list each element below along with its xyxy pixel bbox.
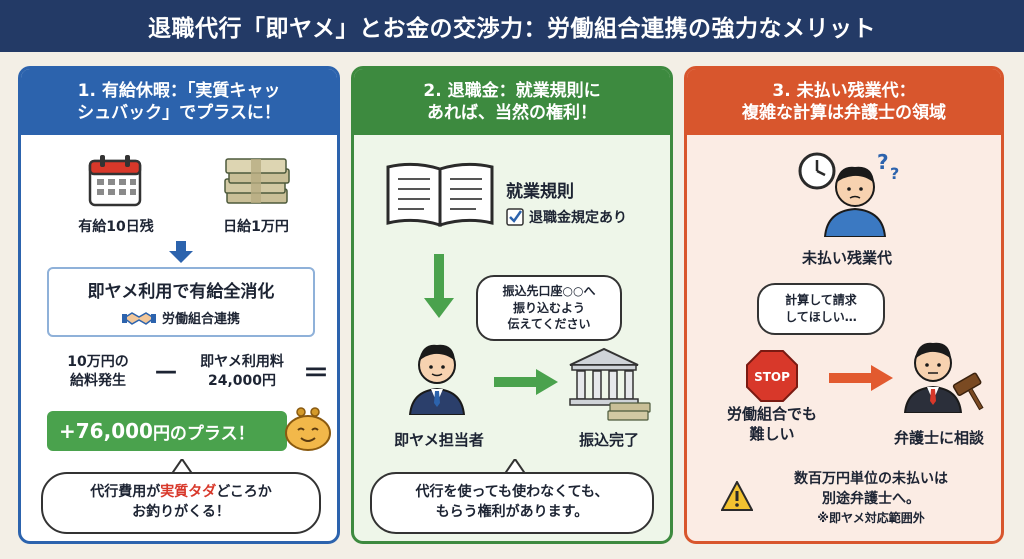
rights-line2: もらう権利があります。: [435, 504, 589, 520]
warning-line2: 別途弁護士へ。: [822, 491, 920, 508]
checkbox-icon: [506, 208, 524, 226]
panel-title: 2. 退職金：就業規則に あれば、当然の権利！: [354, 69, 670, 135]
transfer-speech-bubble: 振込先口座○○へ 振り込むよう 伝えてください: [476, 275, 622, 341]
panel-paid-leave: 1. 有給休暇：「実質キャッ シュバック」でプラスに！ 有給10日残 日給1万円…: [18, 66, 340, 544]
warning-icon: [721, 481, 753, 511]
stop-label: 労働組合でも 難しい: [707, 405, 837, 444]
money-label: 日給1万円: [223, 219, 289, 235]
severance-check: 退職金規定あり: [506, 207, 627, 227]
minus-sign: －: [153, 359, 180, 389]
svg-text:?: ?: [877, 150, 889, 174]
down-arrow-icon: [424, 254, 454, 318]
bubble-text-line2: お釣りがくる！: [132, 504, 230, 520]
bubble-text-c: どころか: [216, 484, 272, 501]
calendar-label: 有給10日残: [78, 219, 154, 235]
rules-label: 就業規則: [506, 182, 574, 202]
panel-title-line1: 2. 退職金：就業規則に: [423, 80, 601, 101]
stop-sign-text: STOP: [754, 370, 790, 384]
speech-line1: 振込先口座○○へ: [502, 283, 596, 298]
lawyer-icon: [903, 342, 984, 413]
handshake-icon: [121, 311, 156, 325]
stop-sign-icon: STOP: [746, 350, 798, 402]
open-book-icon: [386, 162, 494, 228]
request-line2: してほしい…: [785, 310, 857, 324]
full-leave-text: 即ヤメ利用で有給全消化: [87, 282, 275, 302]
page-title: 退職代行「即ヤメ」とお金の交渉力：労働組合連携の強力なメリット: [0, 0, 1024, 52]
request-speech-bubble: 計算して請求 してほしい…: [757, 283, 885, 335]
panel-title-line1: 3. 未払い残業代：: [772, 80, 916, 101]
staff-label: 即ヤメ担当者: [394, 431, 484, 449]
panel-overtime: 3. 未払い残業代： 複雑な計算は弁護士の領域 ? ? 未払い残業代 計算して請…: [684, 66, 1004, 544]
panel-title-line2: 複雑な計算は弁護士の領域: [742, 103, 946, 123]
panel-title-line2: シュバック」でプラスに！: [77, 103, 281, 123]
equals-sign: ＝: [303, 359, 330, 389]
request-line1: 計算して請求: [785, 293, 857, 308]
warning-note: ※即ヤメ対応範囲外: [817, 510, 925, 525]
wallet-icon: [285, 407, 331, 451]
overtime-label: 未払い残業代: [801, 249, 892, 267]
lawyer-label: 弁護士に相談: [893, 429, 984, 447]
salary-line1: 10万円の: [67, 354, 129, 370]
speech-line3: 伝えてください: [507, 317, 591, 332]
full-leave-box: 即ヤメ利用で有給全消化 労働組合連携: [47, 267, 315, 337]
salary-line2: 給料発生: [70, 372, 126, 389]
calendar-icon: [88, 155, 142, 207]
result-suffix: 円のプラス！: [152, 423, 255, 444]
result-amount: +76,000: [59, 419, 153, 443]
check-label: 退職金規定あり: [529, 210, 627, 226]
panel-title: 3. 未払い残業代： 複雑な計算は弁護士の領域: [687, 69, 1001, 135]
warning-text: 数百万円単位の未払いは 別途弁護士へ。 ※即ヤメ対応範囲外: [761, 469, 981, 527]
panel-severance: 2. 退職金：就業規則に あれば、当然の権利！ 就業規則 退職金規定あり 振込先…: [351, 66, 673, 544]
stop-label-line2: 難しい: [749, 424, 795, 443]
down-arrow-icon: [169, 241, 193, 263]
money-stack-icon: [224, 158, 290, 204]
rights-line1: 代行を使っても使わなくても、: [415, 484, 609, 501]
warning-line1: 数百万円単位の未払いは: [794, 471, 948, 487]
fee-line1: 即ヤメ利用料: [200, 354, 284, 370]
staff-person-icon: [408, 344, 466, 415]
worried-person-icon: ? ?: [798, 150, 899, 237]
rights-bubble: 代行を使っても使わなくても、 もらう権利があります。: [370, 472, 654, 534]
result-bar: +76,000 円のプラス！: [47, 411, 287, 451]
panel-title-line2: あれば、当然の権利！: [427, 103, 597, 123]
salary-text: 10万円の 給料発生: [53, 353, 143, 391]
bubble-text-a: 代行費用が: [90, 484, 161, 501]
panel-title-line1: 1. 有給休暇：「実質キャッ: [77, 80, 281, 101]
union-link-text: 労働組合連携: [161, 312, 240, 327]
right-arrow-icon: [494, 369, 558, 395]
bubble-text-highlight: 実質タダ: [160, 484, 217, 501]
stop-label-line1: 労働組合でも: [726, 405, 817, 423]
fee-line2: 24,000円: [207, 372, 277, 389]
bank-icon: [569, 347, 651, 421]
bank-label: 振込完了: [578, 431, 639, 449]
panel-title: 1. 有給休暇：「実質キャッ シュバック」でプラスに！: [21, 69, 337, 135]
svg-text:?: ?: [890, 164, 899, 183]
right-arrow-icon: [829, 365, 893, 391]
fee-text: 即ヤメ利用料 24,000円: [187, 353, 297, 391]
cost-bubble: 代行費用が実質タダどころか お釣りがくる！: [41, 472, 321, 534]
speech-line2: 振り込むよう: [512, 300, 585, 315]
